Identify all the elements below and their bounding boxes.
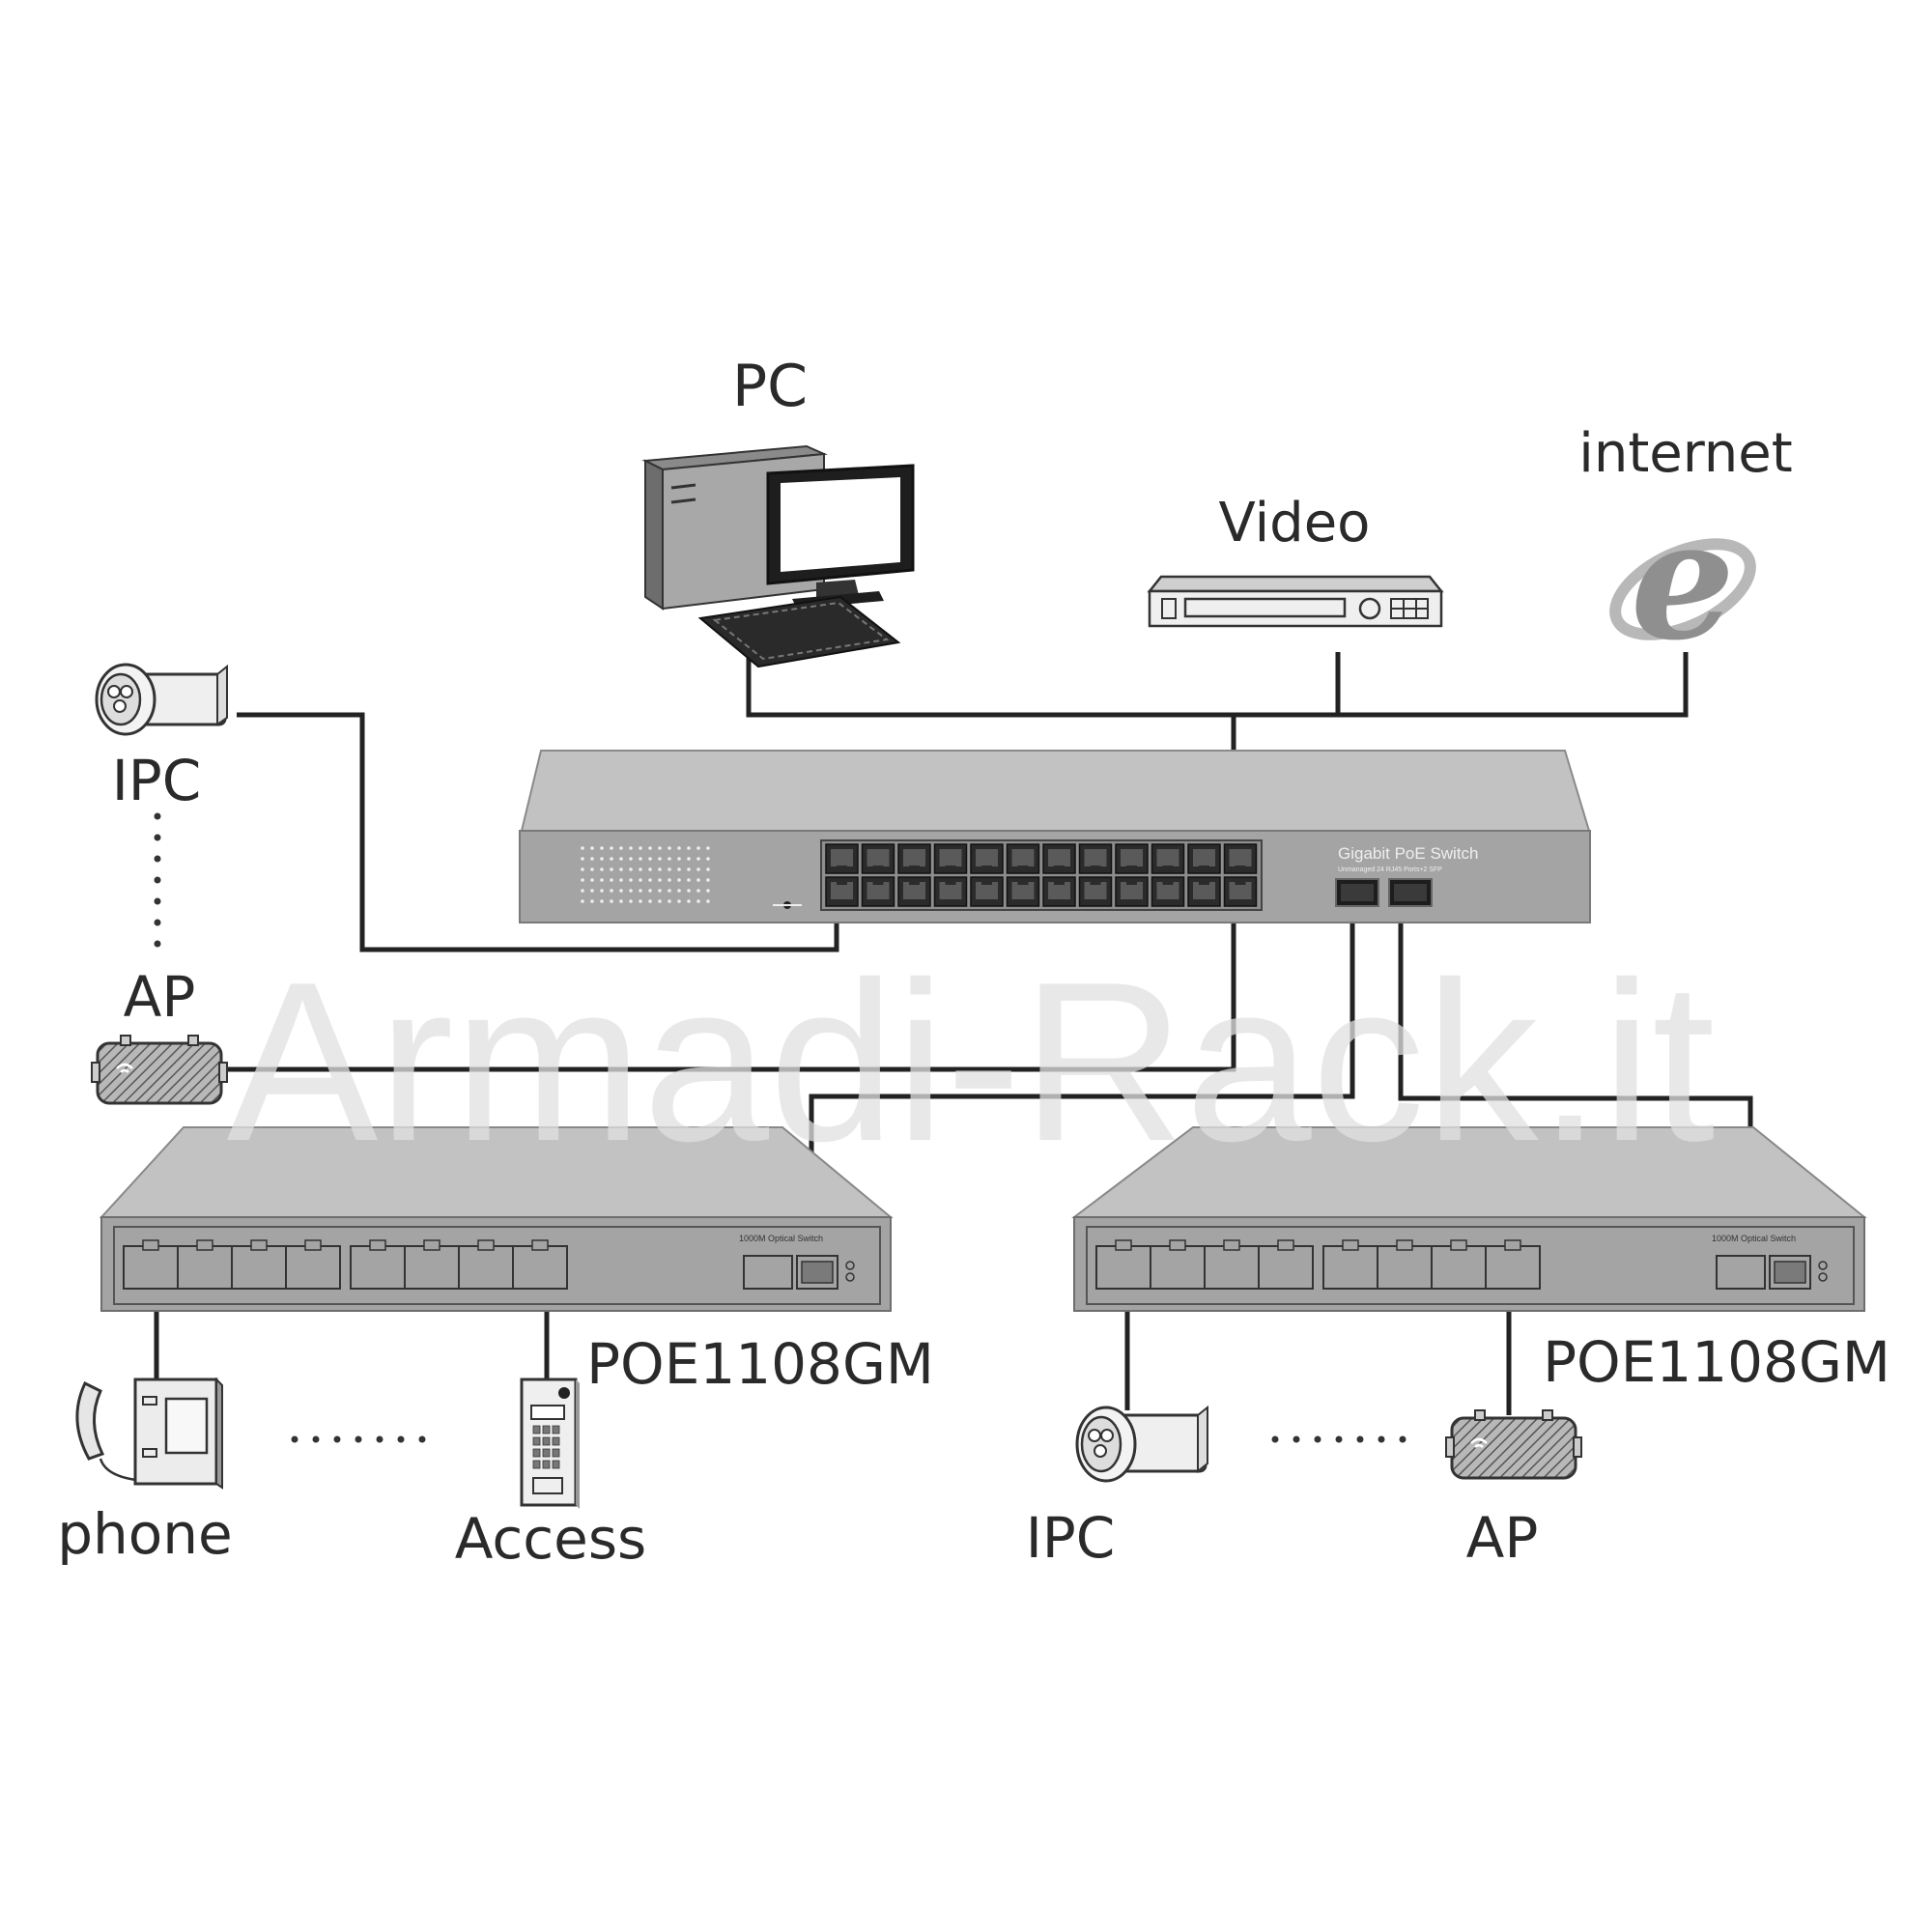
internet-label: internet: [1578, 422, 1792, 485]
rj45-port: [1078, 876, 1113, 907]
model-label-left: POE1108GM: [586, 1331, 934, 1397]
access-switch-port: [350, 1239, 406, 1290]
access-switch-port: [458, 1239, 514, 1290]
access-switch-port: [1322, 1239, 1378, 1290]
access-switch-port: [1204, 1239, 1260, 1290]
pc-wire: [746, 652, 1689, 718]
rj45-port: [897, 843, 931, 874]
access-switch-port: [1258, 1239, 1314, 1290]
rj45-port: [1151, 876, 1185, 907]
ipc-left-label: IPC: [112, 748, 202, 813]
ap-right-label: AP: [1466, 1505, 1539, 1571]
pc-label: PC: [732, 353, 808, 420]
sfp-port-1: [1335, 878, 1379, 907]
access-switch-port: [512, 1239, 568, 1290]
access-switch-port: [1431, 1239, 1487, 1290]
phone-icon: [75, 1377, 223, 1490]
keypad: [532, 1425, 560, 1469]
main-poe-switch: Gigabit PoE Switch Unmanaged 24 RJ45 Por…: [519, 750, 1591, 923]
access-switch-port: [404, 1239, 460, 1290]
pc-icon: [641, 444, 915, 668]
port-group: [1095, 1239, 1541, 1290]
rj45-port: [1006, 843, 1040, 874]
internet-icon: e: [1609, 484, 1756, 677]
panel-title-right: 1000M Optical Switch: [1712, 1234, 1796, 1243]
video-recorder-icon: [1147, 575, 1444, 628]
access-switch-port: [285, 1239, 341, 1290]
rj45-port: [897, 876, 931, 907]
led-matrix: [581, 846, 710, 903]
rj45-port: [1115, 876, 1149, 907]
rj45-port: [1115, 843, 1149, 874]
rj45-port: [1223, 843, 1258, 874]
access-switch-port: [231, 1239, 287, 1290]
access-switch-port: [123, 1239, 179, 1290]
access-switch-port: [1377, 1239, 1433, 1290]
ipc-camera-icon: [95, 663, 228, 736]
watermark: Armadi-Rack.it: [227, 934, 1716, 1188]
model-label-right: POE1108GM: [1543, 1329, 1890, 1395]
rj45-port: [1078, 843, 1113, 874]
access-switch-port: [1095, 1239, 1151, 1290]
rj45-port: [1151, 843, 1185, 874]
rj45-port: [1187, 876, 1221, 907]
video-label: Video: [1219, 492, 1371, 554]
ap-left-label: AP: [124, 964, 196, 1030]
access-switch-port: [1150, 1239, 1206, 1290]
access-switch-port: [1485, 1239, 1541, 1290]
phone-label: phone: [57, 1501, 233, 1567]
port-group: [123, 1239, 568, 1290]
rj45-port-array: [825, 843, 1258, 907]
switch-sub-text: Unmanaged 24 RJ45 Ports+2 SFP: [1338, 867, 1442, 873]
rj45-port: [1042, 876, 1076, 907]
ipc-camera-icon: [1075, 1405, 1208, 1483]
access-point-icon: [1445, 1409, 1582, 1480]
sfp-port-2: [1388, 878, 1433, 907]
access-switch-port: [177, 1239, 233, 1290]
access-switch-right: 1000M Optical Switch: [1071, 1126, 1867, 1312]
rj45-port: [861, 843, 895, 874]
rj45-port: [825, 876, 859, 907]
ap-left-wire: [227, 889, 1236, 1072]
access-point-icon: [91, 1035, 228, 1105]
rj45-port: [970, 876, 1004, 907]
rj45-port: [1187, 843, 1221, 874]
ipc-left-wire: [237, 712, 839, 952]
switch-brand-text: Gigabit PoE Switch: [1338, 844, 1479, 863]
rj45-port: [825, 843, 859, 874]
access-control-icon: [520, 1378, 580, 1509]
rj45-port: [933, 876, 968, 907]
rj45-port: [1223, 876, 1258, 907]
rj45-port: [933, 843, 968, 874]
rj45-port: [861, 876, 895, 907]
ipc-right-label: IPC: [1026, 1505, 1116, 1571]
rj45-port: [970, 843, 1004, 874]
panel-title-left: 1000M Optical Switch: [739, 1234, 823, 1243]
svg-text:e: e: [1631, 484, 1735, 677]
access-switch-left: 1000M Optical Switch: [99, 1126, 894, 1312]
access-label: Access: [455, 1506, 647, 1572]
rj45-port: [1042, 843, 1076, 874]
rj45-port: [1006, 876, 1040, 907]
